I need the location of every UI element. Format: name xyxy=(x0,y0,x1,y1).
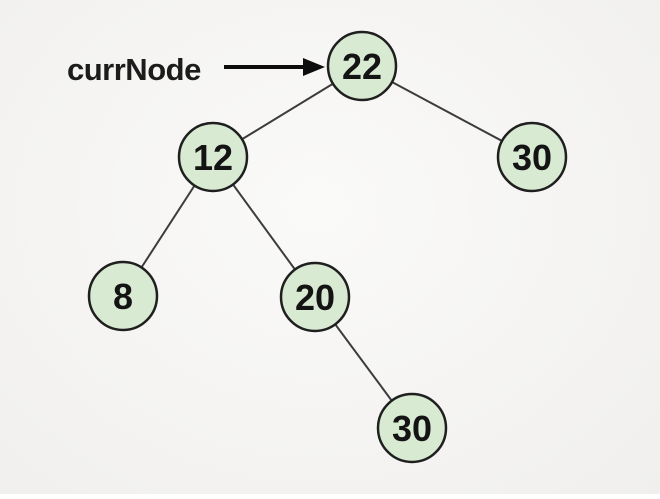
tree-node-circle xyxy=(177,121,249,193)
tree-node-n30b: 30 xyxy=(376,392,448,464)
tree-node-value: 20 xyxy=(295,277,335,318)
tree-node-value: 30 xyxy=(392,408,432,449)
curr-node-label: currNode xyxy=(67,52,201,87)
tree-node-circle xyxy=(496,121,568,193)
tree-node-value: 8 xyxy=(113,276,133,317)
tree-node-n30r: 30 xyxy=(496,121,568,193)
tree-node-circle xyxy=(326,30,398,102)
tree-edges-layer xyxy=(122,65,533,429)
tree-node-n12: 12 xyxy=(177,121,249,193)
tree-node-n22: 22 xyxy=(326,30,398,102)
tree-node-circle xyxy=(376,392,448,464)
tree-node-value: 22 xyxy=(342,46,382,87)
tree-node-circle xyxy=(279,261,351,333)
tree-node-value: 30 xyxy=(512,137,552,178)
tree-node-circle xyxy=(87,260,159,332)
arrowhead-icon xyxy=(303,58,325,76)
tree-node-value: 12 xyxy=(193,137,233,178)
tree-node-n8: 8 xyxy=(87,260,159,332)
tree-node-n20: 20 xyxy=(279,261,351,333)
tree-nodes-layer: 22 12 30 8 20 30 xyxy=(87,30,568,464)
curr-node-pointer: currNode xyxy=(67,52,325,87)
